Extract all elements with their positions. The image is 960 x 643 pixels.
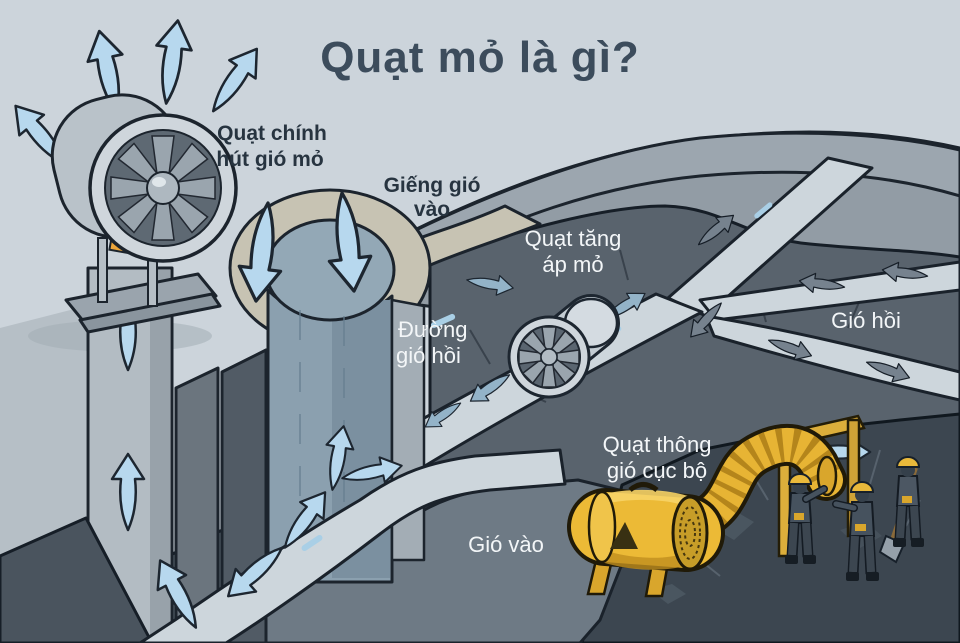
belt-pouch	[794, 513, 804, 520]
svg-text:gió cục bộ: gió cục bộ	[607, 458, 707, 483]
fan-handle	[628, 482, 659, 493]
label-return-airway: Đường gió hồi	[396, 317, 468, 368]
main-fan	[50, 93, 238, 334]
svg-text:Đường: Đường	[398, 317, 468, 342]
label-return-air: Gió hồi	[831, 308, 901, 333]
svg-text:Giếng gió: Giếng gió	[384, 174, 481, 197]
label-booster-fan: Quạt tăng áp mỏ	[525, 226, 622, 277]
helmet-icon	[849, 481, 875, 493]
svg-text:Quạt chính: Quạt chính	[217, 122, 327, 145]
svg-text:Quạt thông: Quạt thông	[603, 432, 712, 457]
flexible-duct	[679, 424, 847, 541]
label-intake-shaft: Giếng gió vào	[384, 174, 481, 221]
svg-text:Quạt tăng: Quạt tăng	[525, 226, 622, 251]
main-fan-rotor	[88, 113, 238, 263]
helmet-icon	[787, 473, 813, 485]
left-cutaway	[0, 266, 426, 643]
miner-center	[832, 481, 879, 581]
svg-text:hút gió mỏ: hút gió mỏ	[216, 148, 323, 171]
belt-pouch	[855, 524, 866, 531]
warning-triangle-icon	[610, 522, 638, 549]
local-ventilation-fan	[567, 482, 725, 598]
belt-pouch	[902, 496, 912, 503]
label-main-fan: Quạt chính hút gió mỏ	[216, 122, 326, 171]
page-title: Quạt mỏ là gì?	[320, 33, 640, 82]
helmet-icon	[895, 456, 921, 468]
label-intake-air: Gió vào	[468, 532, 544, 557]
svg-text:gió hồi: gió hồi	[396, 343, 461, 368]
miner-right	[878, 456, 924, 564]
svg-text:vào: vào	[414, 198, 450, 221]
svg-text:áp mỏ: áp mỏ	[542, 252, 603, 277]
intake-shaft-structure	[228, 188, 542, 584]
booster-fan	[507, 294, 620, 399]
miner-left	[785, 473, 828, 564]
label-local-fan: Quạt thông gió cục bộ	[603, 432, 712, 483]
